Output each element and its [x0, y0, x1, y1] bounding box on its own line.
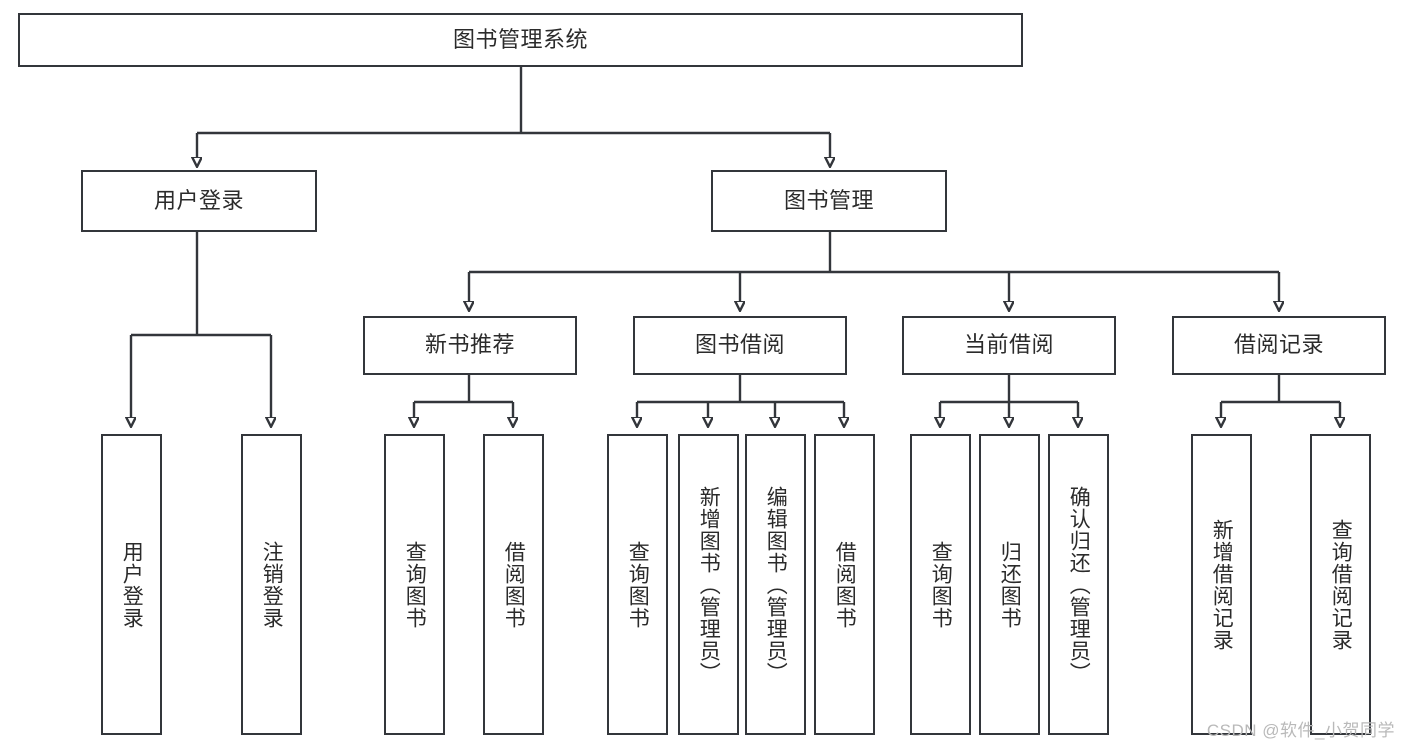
node-label: 借阅图书: [502, 540, 526, 629]
leaf-user-logout[interactable]: 注销登录: [241, 434, 302, 735]
watermark-text: CSDN @软件_小贺同学: [1206, 721, 1395, 740]
node-label: 查询图书: [929, 540, 953, 629]
node-label: 新增借阅记录: [1210, 518, 1234, 651]
node-label: 图书管理系统: [452, 26, 588, 52]
node-label: 借阅图书: [833, 540, 857, 629]
node-borrow-record[interactable]: 借阅记录: [1172, 316, 1386, 375]
node-label: 新增图书（管理员）: [697, 485, 721, 684]
node-book-management[interactable]: 图书管理: [711, 170, 947, 232]
leaf-borrow-edit-book[interactable]: 编辑图书（管理员）: [745, 434, 806, 735]
leaf-borrow-query-book[interactable]: 查询图书: [607, 434, 668, 735]
node-label: 查询图书: [403, 540, 427, 629]
leaf-current-return-book[interactable]: 归还图书: [979, 434, 1040, 735]
node-book-borrow[interactable]: 图书借阅: [633, 316, 847, 375]
node-label: 图书管理: [783, 187, 874, 213]
node-label: 用户登录: [120, 540, 144, 629]
leaf-borrow-add-book[interactable]: 新增图书（管理员）: [678, 434, 739, 735]
node-label: 注销登录: [260, 540, 284, 629]
leaf-recommend-borrow-book[interactable]: 借阅图书: [483, 434, 544, 735]
leaf-record-add[interactable]: 新增借阅记录: [1191, 434, 1252, 735]
node-root-book-management-system[interactable]: 图书管理系统: [18, 13, 1023, 67]
node-user-login[interactable]: 用户登录: [81, 170, 317, 232]
node-new-book-recommend[interactable]: 新书推荐: [363, 316, 577, 375]
node-label: 归还图书: [998, 540, 1022, 629]
node-label: 新书推荐: [424, 332, 515, 358]
leaf-recommend-query-book[interactable]: 查询图书: [384, 434, 445, 735]
leaf-current-confirm-return[interactable]: 确认归还（管理员）: [1048, 434, 1109, 735]
node-label: 查询借阅记录: [1329, 518, 1353, 651]
node-label: 当前借阅: [963, 332, 1054, 358]
leaf-record-query[interactable]: 查询借阅记录: [1310, 434, 1371, 735]
leaf-user-login[interactable]: 用户登录: [101, 434, 162, 735]
leaf-current-query-book[interactable]: 查询图书: [910, 434, 971, 735]
node-label: 用户登录: [153, 187, 244, 213]
node-label: 编辑图书（管理员）: [764, 485, 788, 684]
leaf-borrow-borrow-book[interactable]: 借阅图书: [814, 434, 875, 735]
node-label: 确认归还（管理员）: [1067, 485, 1091, 684]
node-label: 借阅记录: [1233, 332, 1324, 358]
node-current-borrow[interactable]: 当前借阅: [902, 316, 1116, 375]
node-label: 图书借阅: [694, 332, 785, 358]
node-label: 查询图书: [626, 540, 650, 629]
